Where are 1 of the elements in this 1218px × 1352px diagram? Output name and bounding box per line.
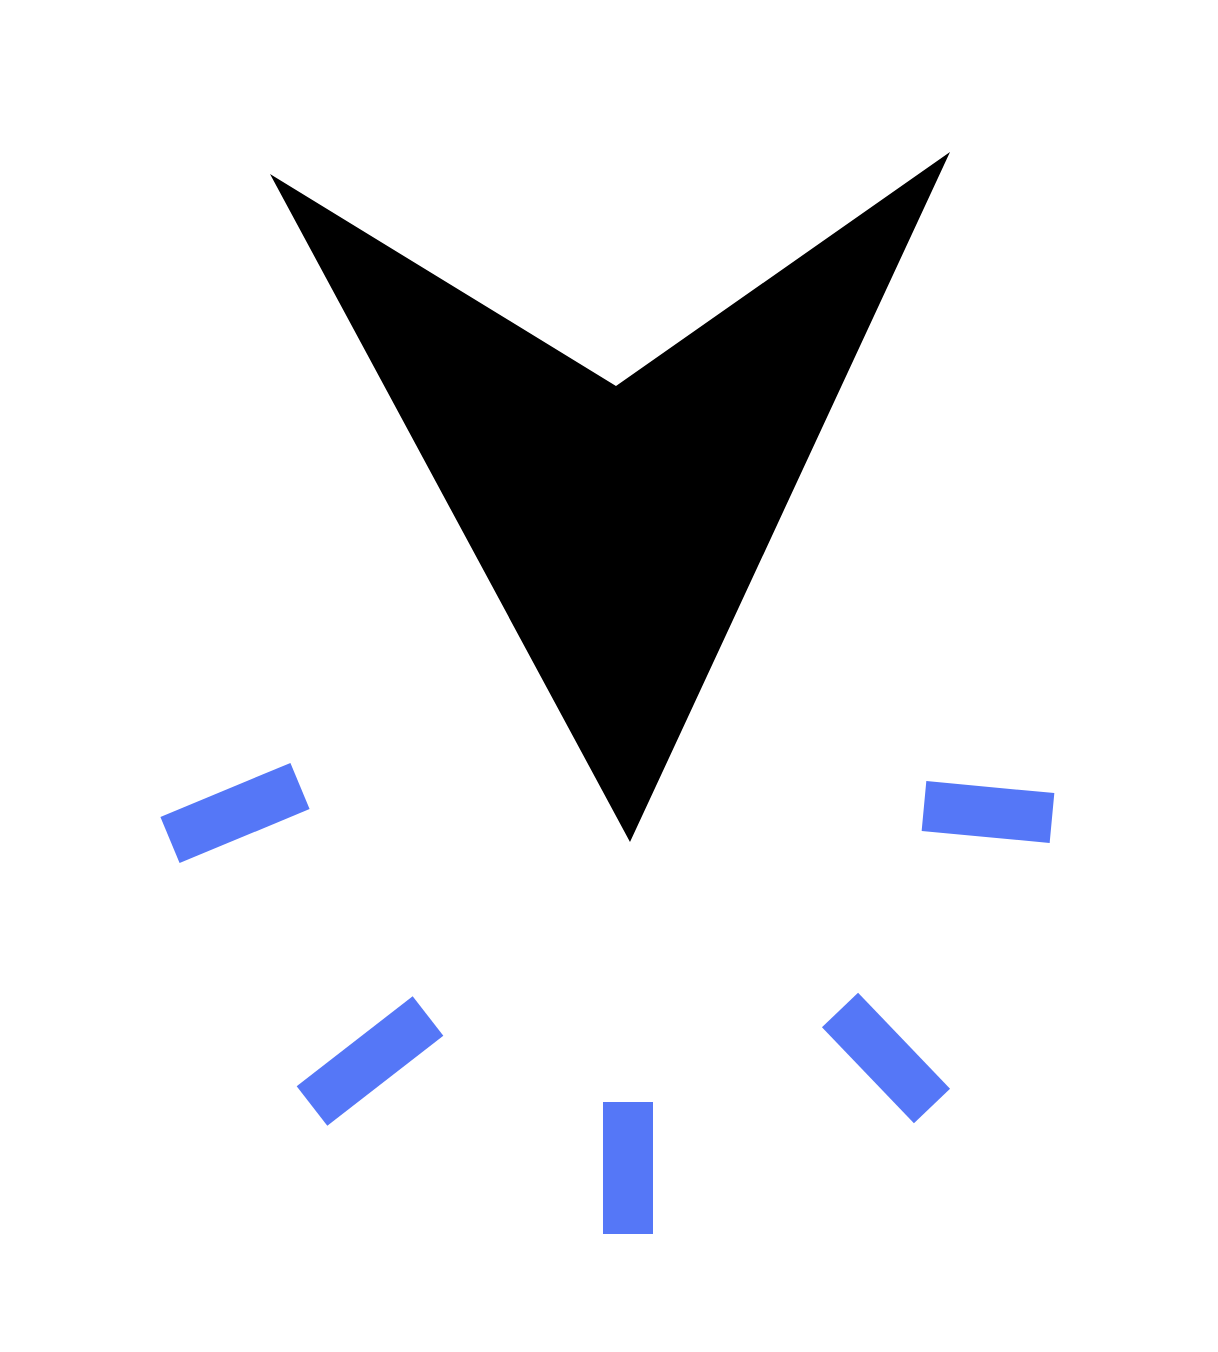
cursor-click-drawing — [160, 152, 1055, 1234]
